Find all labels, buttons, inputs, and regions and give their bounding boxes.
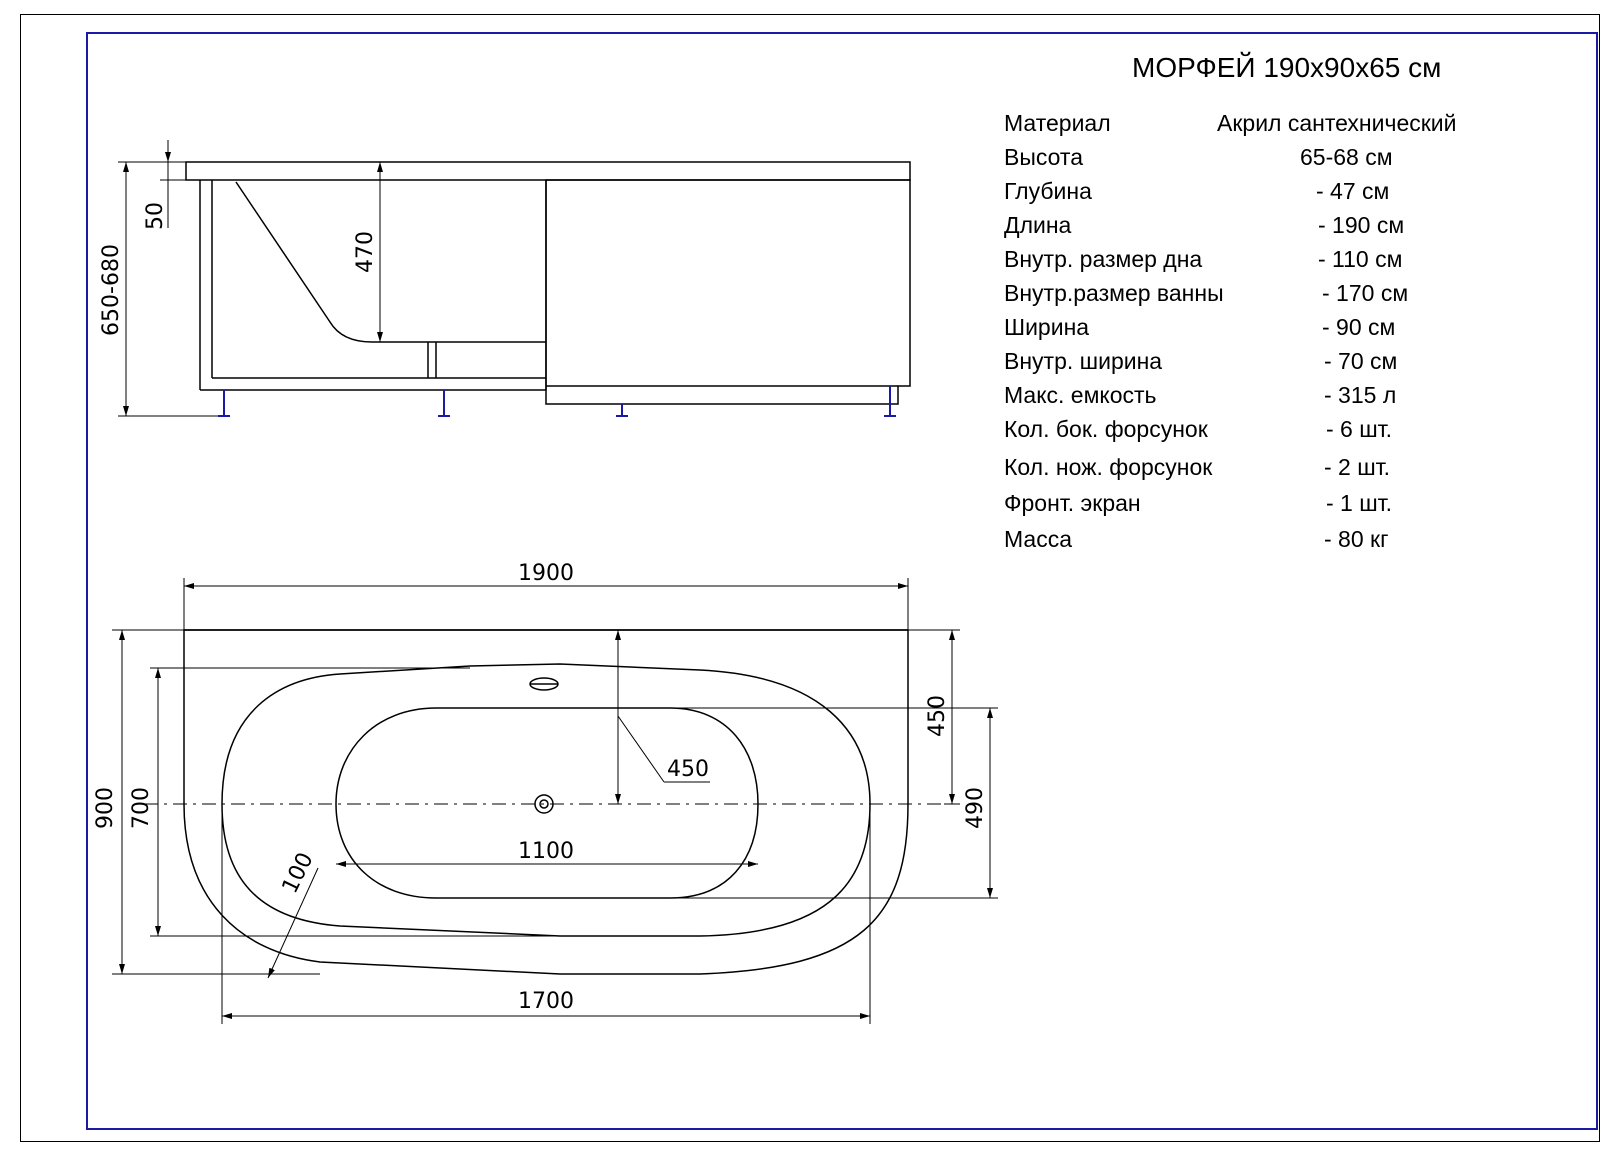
dim-length-label: 1900 [518, 561, 574, 586]
spec-row-front-screen: Фронт. экран - 1 шт. [1004, 490, 1524, 520]
dim-rim-label: 50 [143, 202, 168, 230]
spec-value: - 80 кг [1324, 526, 1389, 552]
spec-label: Масса [1004, 526, 1073, 552]
spec-value: Акрил сантехнический [1217, 110, 1457, 136]
dim-width-label: 900 [93, 787, 118, 829]
spec-row-capacity: Макс. емкость - 315 л [1004, 382, 1524, 412]
dim-drain-offset-label: 450 [667, 757, 709, 782]
dimension-labels: 650-680 50 470 1900 1700 1100 900 700 45… [93, 202, 988, 1014]
spec-value: - 2 шт. [1324, 454, 1391, 480]
side-view [118, 140, 911, 417]
spec-label: Кол. нож. форсунок [1004, 454, 1213, 480]
spec-label: Материал [1004, 110, 1111, 136]
spec-value: - 70 см [1324, 348, 1398, 374]
spec-label: Внутр. ширина [1004, 348, 1163, 374]
spec-label: Макс. емкость [1004, 382, 1157, 408]
spec-label: Глубина [1004, 178, 1092, 204]
spec-value: - 110 см [1318, 246, 1403, 272]
product-title: МОРФЕЙ 190х90х65 см [1132, 52, 1442, 83]
top-outline [183, 629, 909, 975]
spec-row-height: Высота 65-68 см [1004, 144, 1524, 174]
dim-bottom-width-label: 490 [963, 787, 988, 829]
side-rim [185, 161, 911, 181]
spec-row-inner-size: Внутр.размер ванны - 170 см [1004, 280, 1524, 310]
spec-value: - 190 см [1318, 212, 1405, 238]
spec-row-width: Ширина - 90 см [1004, 314, 1524, 344]
spec-value: - 90 см [1322, 314, 1396, 340]
dim-inner-width-label: 700 [129, 787, 154, 829]
spec-label: Фронт. экран [1004, 490, 1141, 516]
spec-row-side-jets: Кол. бок. форсунок - 6 шт. [1004, 416, 1524, 446]
spec-row-material: Материал Акрил сантехнический [1004, 110, 1524, 140]
spec-label: Внутр. размер дна [1004, 246, 1203, 272]
spec-label: Ширина [1004, 314, 1090, 340]
side-feet [218, 386, 896, 417]
spec-value: - 47 см [1316, 178, 1390, 204]
spec-value: - 170 см [1322, 280, 1409, 306]
spec-value: - 1 шт. [1326, 490, 1393, 516]
spec-row-mass: Масса - 80 кг [1004, 526, 1524, 556]
spec-label: Кол. бок. форсунок [1004, 416, 1208, 442]
drawing-frame [86, 32, 1598, 1130]
spec-row-inner-width: Внутр. ширина - 70 см [1004, 348, 1524, 378]
side-inner-slope [235, 181, 546, 343]
spec-value: 65-68 см [1300, 144, 1393, 170]
spec-row-bottom-size: Внутр. размер дна - 110 см [1004, 246, 1524, 276]
spec-row-depth: Глубина - 47 см [1004, 178, 1524, 208]
spec-label: Длина [1004, 212, 1072, 238]
spec-label: Высота [1004, 144, 1083, 170]
bowl-bottom [335, 707, 759, 899]
dim-inner-length-label: 1700 [518, 989, 574, 1014]
spec-value: - 315 л [1324, 382, 1397, 408]
outer-border [20, 14, 1600, 1142]
dim-height-label: 650-680 [99, 244, 124, 336]
top-view [112, 578, 998, 1024]
dim-bottom-length-label: 1100 [518, 839, 574, 864]
spec-row-foot-jets: Кол. нож. форсунок - 2 шт. [1004, 454, 1524, 484]
spec-label: Внутр.размер ванны [1004, 280, 1224, 306]
front-screen [545, 179, 911, 405]
spec-value: - 6 шт. [1326, 416, 1393, 442]
dim-front-offset-label: 450 [925, 695, 950, 737]
spec-row-length: Длина - 190 см [1004, 212, 1524, 242]
dim-depth-label: 470 [353, 231, 378, 273]
dim-rim-width-label: 100 [278, 849, 319, 898]
